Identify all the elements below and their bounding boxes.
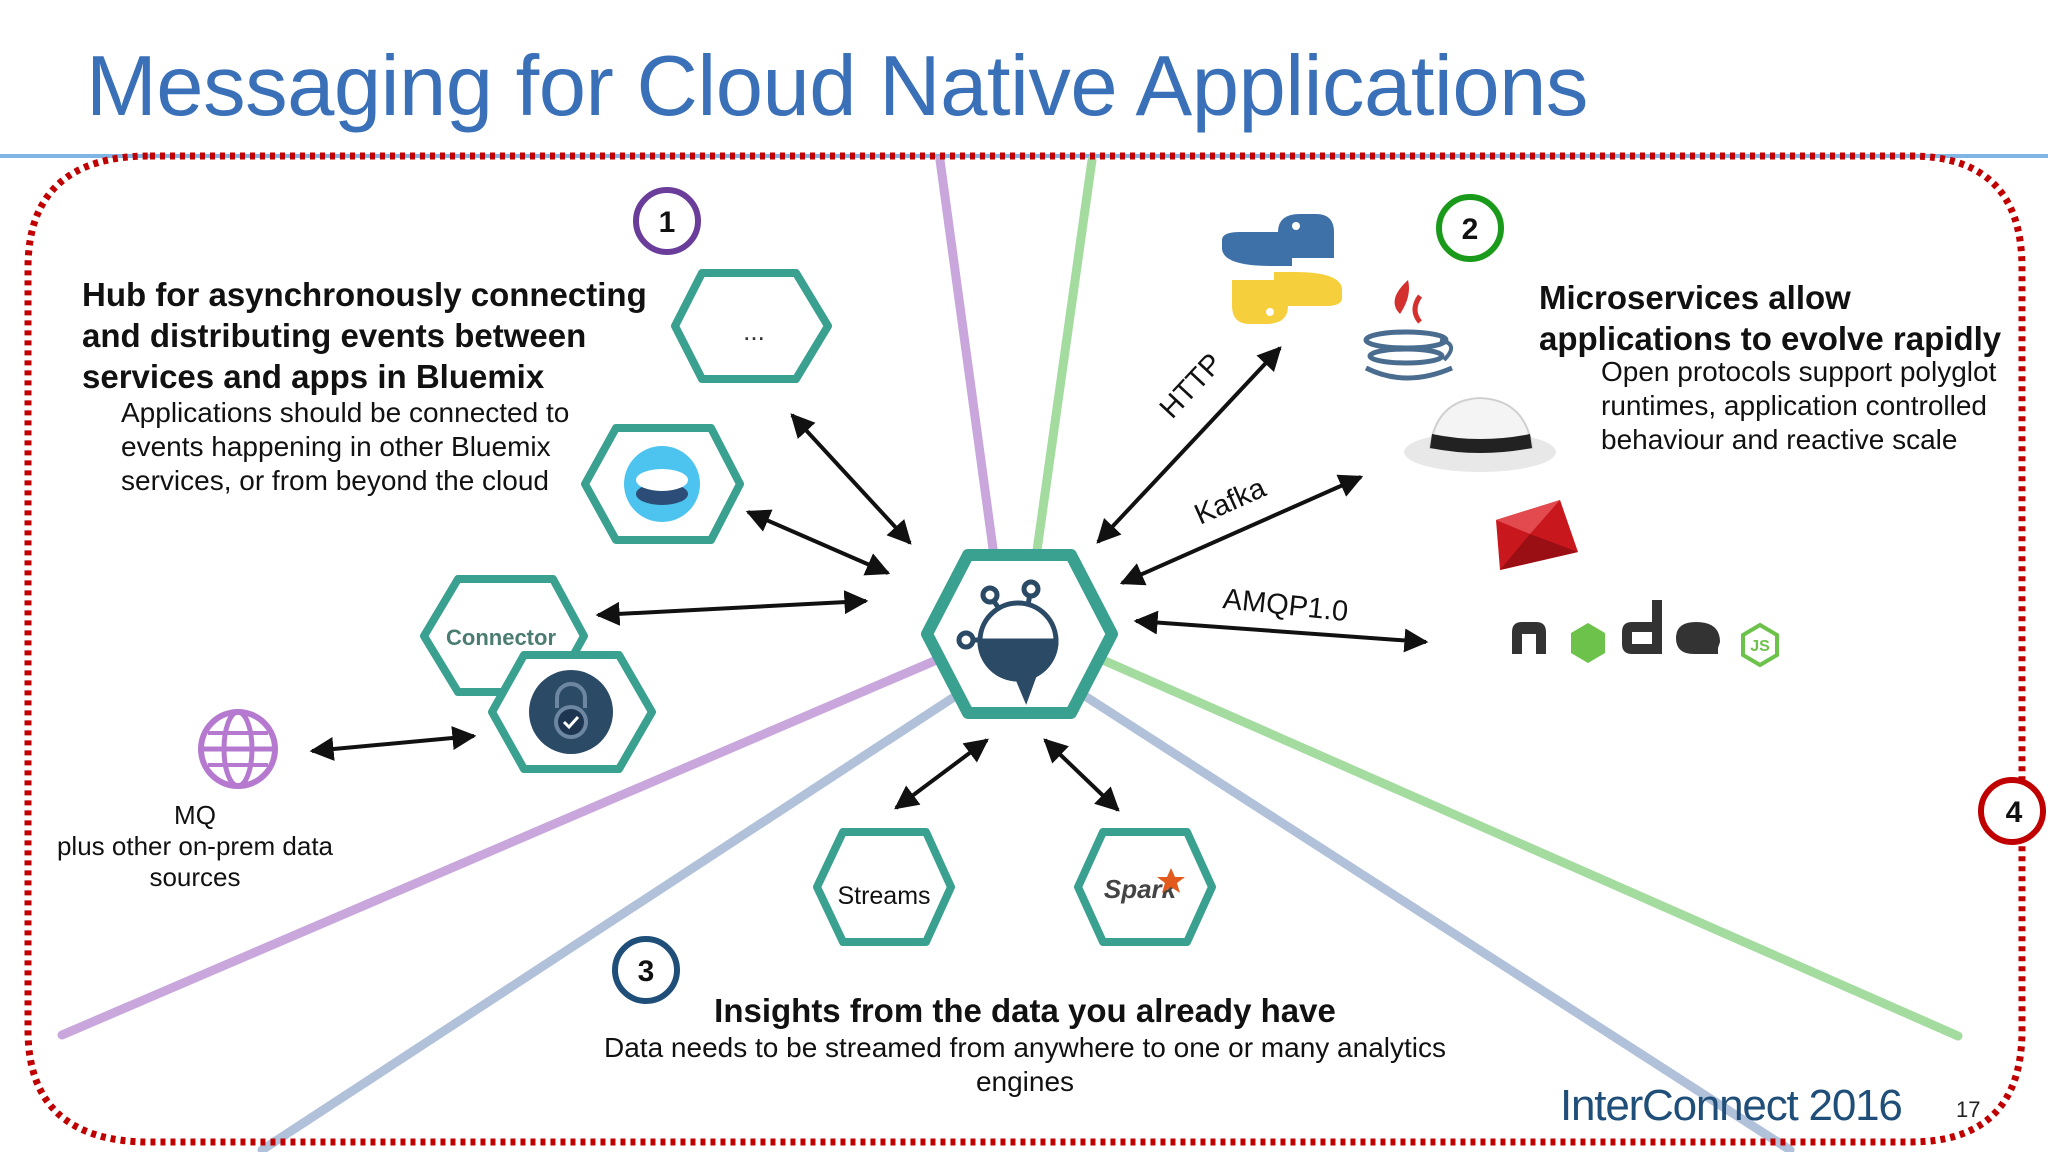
secure-gateway-node[interactable]: [488, 651, 656, 773]
section-3-heading: Insights from the data you already have: [714, 992, 1336, 1029]
ray-purple-left: [57, 645, 965, 1040]
arrow-amqp: [1133, 610, 1429, 653]
marker-4-label: 4: [2006, 796, 2023, 829]
streams-node[interactable]: Streams: [813, 828, 955, 946]
section-1-heading: Hub for asynchronously connecting and di…: [82, 276, 647, 395]
lock-check-icon: [529, 670, 613, 754]
section-marker-2: 2: [1436, 194, 1504, 262]
streams-hexagon: [813, 828, 955, 946]
svg-text:JS: JS: [1750, 638, 1770, 655]
arrow-kafka: [1119, 474, 1364, 586]
arrow-mq-security: [309, 726, 477, 761]
spark-hexagon: [1074, 828, 1216, 946]
mq-caption-block: MQ plus other on-prem data sources: [50, 800, 340, 893]
more-hexagon: [671, 269, 832, 383]
java-logo-icon: [1363, 280, 1453, 381]
label-amqp: AMQP1.0: [1221, 583, 1349, 628]
streams-label: Streams: [837, 882, 930, 910]
python-logo-icon: [1222, 214, 1342, 324]
page-number: 17: [1956, 1097, 1981, 1122]
message-hub-service[interactable]: [921, 549, 1118, 719]
section-marker-4: 4: [1978, 777, 2046, 845]
more-label: ...: [743, 316, 765, 346]
connector-label: Connector: [446, 625, 556, 650]
background-rays: [57, 155, 1963, 1152]
fedora-hat-icon: [1404, 396, 1556, 472]
section-2-body: Open protocols support polyglot runtimes…: [1601, 356, 1997, 455]
mq-label: MQ: [174, 800, 216, 830]
ruby-gem-icon: [1496, 500, 1578, 570]
cloudant-icon: [624, 446, 700, 522]
arrow-hub-spark: [1043, 738, 1120, 812]
ray-green-up: [1025, 155, 1097, 605]
mq-node[interactable]: [198, 709, 278, 789]
slide-title: Messaging for Cloud Native Applications: [86, 39, 1588, 134]
spark-node[interactable]: Spark: [1074, 828, 1216, 946]
message-hub-icon: [956, 579, 1059, 705]
arrow-hub-streams: [894, 738, 989, 810]
mq-caption: plus other on-prem data sources: [56, 831, 334, 892]
section-marker-3: 3: [612, 936, 680, 1004]
connection-arrows: [309, 346, 1429, 812]
section-2-heading: Microservices allow applications to evol…: [1539, 279, 2002, 357]
cloudant-service-node[interactable]: [581, 424, 744, 544]
arrow-hub-connector: [595, 590, 869, 626]
marker-3-label: 3: [638, 955, 655, 988]
marker-2-label: 2: [1462, 213, 1479, 246]
nodejs-logo-icon: JS: [1512, 600, 1779, 668]
ray-blue-right: [1055, 675, 1795, 1152]
section-marker-1: 1: [633, 187, 701, 255]
ray-blue-left: [257, 675, 985, 1152]
spark-star-icon: [1157, 868, 1185, 893]
ray-purple-up: [935, 155, 1005, 605]
more-services-node[interactable]: ...: [671, 269, 832, 383]
ray-green-right: [1075, 645, 1963, 1041]
arrow-hub-more: [790, 413, 912, 545]
arrow-hub-cloudant: [745, 509, 891, 576]
interconnect-brand: InterConnect 2016: [1560, 1081, 1903, 1130]
section-3-body: Data needs to be streamed from anywhere …: [604, 1032, 1446, 1097]
marker-1-label: 1: [659, 206, 676, 239]
section-1-body: Applications should be connected to even…: [121, 397, 570, 496]
